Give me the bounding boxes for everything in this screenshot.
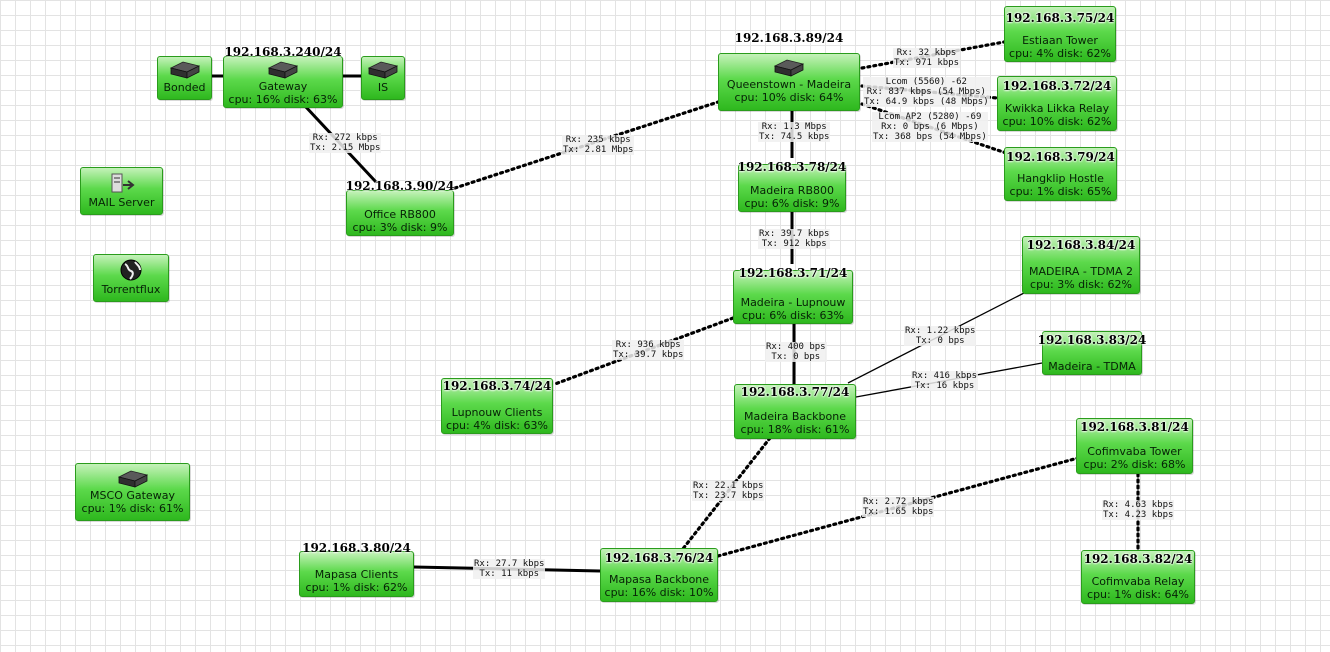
node-ip: 192.168.3.76/24	[604, 551, 714, 565]
node-stats: cpu: 1% disk: 65%	[1009, 185, 1112, 198]
node-bonded[interactable]: Bonded	[157, 56, 212, 100]
node-cofimvaba-relay[interactable]: 192.168.3.82/24 Cofimvaba Relay cpu: 1% …	[1081, 550, 1195, 604]
node-ip: 192.168.3.71/24	[738, 266, 848, 280]
router-icon	[117, 470, 148, 488]
node-ip: 192.168.3.90/24	[345, 179, 455, 193]
node-name: Madeira RB800	[750, 184, 834, 197]
node-lupnouw-clients[interactable]: 192.168.3.74/24 Lupnouw Clients cpu: 4% …	[441, 378, 553, 434]
router-icon	[773, 59, 805, 77]
node-stats: cpu: 16% disk: 10%	[604, 586, 714, 599]
node-stats: cpu: 2% disk: 68%	[1083, 458, 1186, 471]
node-msco-gateway[interactable]: MSCO Gateway cpu: 1% disk: 61%	[75, 463, 190, 521]
node-ip: 192.168.3.72/24	[1002, 79, 1112, 93]
node-name: Kwikka Likka Relay	[1004, 102, 1110, 115]
node-ip: 192.168.3.75/24	[1005, 11, 1115, 25]
node-cofimvaba-tower[interactable]: 192.168.3.81/24 Cofimvaba Tower cpu: 2% …	[1076, 418, 1193, 474]
node-ip: 192.168.3.84/24	[1026, 238, 1136, 252]
node-hangklip-hostle[interactable]: 192.168.3.79/24 Hangklip Hostle cpu: 1% …	[1004, 147, 1117, 201]
node-name: Cofimvaba Relay	[1091, 575, 1185, 588]
router-icon	[367, 61, 399, 79]
node-is[interactable]: IS	[361, 56, 405, 100]
node-stats: cpu: 1% disk: 62%	[305, 581, 408, 594]
node-ip: 192.168.3.89/24	[734, 31, 844, 45]
node-name: Madeira - Lupnouw	[740, 296, 846, 309]
node-stats: cpu: 1% disk: 61%	[81, 502, 184, 515]
node-name: IS	[377, 81, 389, 94]
node-madeira-rb800[interactable]: 192.168.3.78/24 Madeira RB800 cpu: 6% di…	[738, 161, 846, 212]
node-name: Madeira - TDMA	[1048, 360, 1136, 373]
node-madeira-tdma-2[interactable]: 192.168.3.84/24 MADEIRA - TDMA 2 cpu: 3%…	[1022, 236, 1140, 294]
node-stats: cpu: 1% disk: 64%	[1087, 588, 1189, 601]
node-ip: 192.168.3.74/24	[442, 379, 552, 393]
node-name: Queenstown - Madeira	[726, 78, 852, 91]
node-ip: 192.168.3.81/24	[1080, 420, 1189, 434]
node-estiaan-tower[interactable]: 192.168.3.75/24 Estiaan Tower cpu: 4% di…	[1004, 6, 1116, 62]
node-name: MSCO Gateway	[90, 489, 175, 502]
node-ip: 192.168.3.82/24	[1083, 552, 1193, 566]
node-name: Madeira Backbone	[744, 410, 846, 423]
node-ip: 192.168.3.77/24	[740, 385, 850, 399]
node-name: Mapasa Clients	[314, 568, 399, 581]
node-stats: cpu: 3% disk: 9%	[352, 221, 448, 234]
globe-icon	[120, 259, 142, 281]
node-torrentflux[interactable]: Torrentflux	[93, 254, 169, 302]
node-kwikka-likka-relay[interactable]: 192.168.3.72/24 Kwikka Likka Relay cpu: …	[997, 76, 1117, 131]
node-name: Bonded	[163, 81, 206, 94]
mail-server-icon	[111, 173, 135, 193]
node-ip: 192.168.3.83/24	[1037, 333, 1147, 347]
node-stats: cpu: 16% disk: 63%	[228, 93, 338, 106]
node-mapasa-clients[interactable]: 192.168.3.80/24 Mapasa Clients cpu: 1% d…	[299, 542, 414, 597]
node-ip: 192.168.3.240/24	[224, 45, 342, 59]
node-name: MAIL Server	[88, 196, 155, 209]
node-ip: 192.168.3.79/24	[1006, 150, 1115, 164]
node-stats: cpu: 4% disk: 62%	[1009, 47, 1111, 60]
node-stats: cpu: 4% disk: 63%	[446, 419, 548, 432]
node-stats: cpu: 10% disk: 62%	[1002, 115, 1112, 128]
node-ip: 192.168.3.80/24	[302, 541, 411, 555]
node-mail-server[interactable]: MAIL Server	[80, 167, 163, 215]
node-name: Mapasa Backbone	[608, 573, 710, 586]
node-name: Torrentflux	[101, 283, 161, 296]
node-gateway[interactable]: 192.168.3.240/24 Gateway cpu: 16% disk: …	[223, 46, 343, 108]
node-ip: 192.168.3.78/24	[737, 160, 847, 174]
router-icon	[169, 61, 200, 79]
node-stats: cpu: 3% disk: 62%	[1030, 278, 1132, 291]
node-name: Gateway	[258, 80, 308, 93]
node-name: MADEIRA - TDMA 2	[1028, 265, 1134, 278]
node-stats: cpu: 10% disk: 64%	[734, 91, 844, 104]
node-mapasa-backbone[interactable]: 192.168.3.76/24 Mapasa Backbone cpu: 16%…	[600, 548, 718, 602]
node-madeira-tdma[interactable]: 192.168.3.83/24 Madeira - TDMA	[1038, 331, 1146, 375]
node-name: Lupnouw Clients	[451, 406, 543, 419]
node-queenstown-madeira[interactable]: 192.168.3.89/24 Queenstown - Madeira cpu…	[718, 32, 860, 111]
node-stats: cpu: 6% disk: 9%	[744, 197, 840, 210]
node-name: Office RB800	[364, 208, 436, 221]
node-stats: cpu: 18% disk: 61%	[740, 423, 850, 436]
node-name: Estiaan Tower	[1022, 34, 1098, 47]
node-madeira-backbone[interactable]: 192.168.3.77/24 Madeira Backbone cpu: 18…	[734, 384, 856, 439]
router-icon	[267, 61, 299, 79]
node-name: Hangklip Hostle	[1017, 172, 1104, 185]
node-name: Cofimvaba Tower	[1087, 445, 1182, 458]
node-stats: cpu: 6% disk: 63%	[742, 309, 844, 322]
node-office-rb800[interactable]: 192.168.3.90/24 Office RB800 cpu: 3% dis…	[346, 180, 454, 236]
node-madeira-lupnouw[interactable]: 192.168.3.71/24 Madeira - Lupnouw cpu: 6…	[733, 267, 853, 324]
